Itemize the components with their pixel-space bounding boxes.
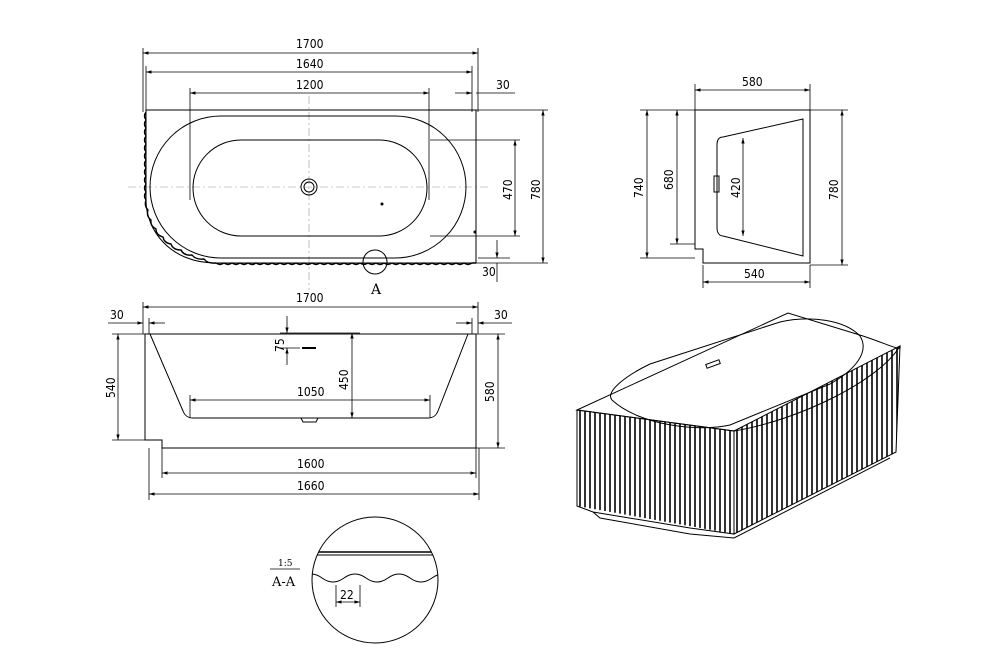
dim-depth-label: 420 <box>729 177 743 198</box>
dim-bottom-wall-label: 30 <box>482 265 496 279</box>
top-view: A 1700 1640 1200 30 470 780 <box>128 37 548 298</box>
dim-height-label: 680 <box>662 169 676 190</box>
iso-plinth <box>592 457 891 539</box>
drain-icon <box>300 178 318 196</box>
top-rim-inner <box>149 115 467 259</box>
detail-scale: 1:5 <box>278 559 293 569</box>
dim-base-label: 1600 <box>297 457 325 471</box>
dim-inner-depth-label: 450 <box>337 369 351 390</box>
detail-wave <box>312 573 438 583</box>
dim-floor-label: 1050 <box>297 385 325 399</box>
dim-left-height-label: 540 <box>104 377 118 398</box>
side-mark <box>473 230 477 234</box>
dim-drain-label: 75 <box>273 338 287 352</box>
front-drain <box>300 417 319 423</box>
dim-base-outer-label: 1660 <box>297 479 325 493</box>
iso-side-panel <box>733 345 901 535</box>
dim-outer-label: 1640 <box>296 57 324 71</box>
section-marker-label: A <box>370 282 382 298</box>
dim-right-height-front-label: 580 <box>483 381 497 402</box>
top-ribbed-edge <box>143 111 217 264</box>
dim-inner-width-label: 470 <box>501 179 515 200</box>
side-outline <box>694 109 811 264</box>
detail-view: 22 1:5 A-A <box>270 516 439 644</box>
dim-rib-label: 22 <box>340 588 354 602</box>
side-view: 580 740 680 420 780 540 <box>632 75 848 288</box>
dim-top-label: 580 <box>742 75 763 89</box>
overflow-mark <box>380 202 384 206</box>
detail-circle <box>311 516 439 644</box>
dim-total-height-label: 740 <box>632 177 646 198</box>
dim-width-label: 780 <box>529 179 543 200</box>
front-basin <box>149 333 469 419</box>
drain-inner-ring <box>303 181 315 193</box>
side-basin-section <box>716 118 804 257</box>
top-basin-floor <box>192 139 428 237</box>
isometric-view <box>575 312 901 539</box>
top-ribbed-bottom <box>215 262 476 266</box>
dim-right-height-label: 780 <box>827 179 841 200</box>
section-marker-circle <box>362 249 388 275</box>
iso-basin-opening <box>610 318 864 429</box>
detail-label: A-A <box>271 575 296 590</box>
iso-overflow <box>705 359 721 369</box>
dim-inner-label: 1200 <box>296 78 324 92</box>
dim-overall-label: 1700 <box>296 37 324 51</box>
side-overflow <box>713 175 720 193</box>
dim-left-wall-label: 30 <box>110 308 124 322</box>
dim-right-wall-label: 30 <box>494 308 508 322</box>
iso-ribs-side <box>736 347 898 533</box>
iso-ribs-front <box>579 410 731 534</box>
front-view: 30 1700 30 75 540 450 1050 580 1600 1660 <box>104 291 512 500</box>
dim-overall-front-label: 1700 <box>296 291 324 305</box>
dim-bottom-label: 540 <box>744 267 765 281</box>
dim-wall-label: 30 <box>496 78 510 92</box>
